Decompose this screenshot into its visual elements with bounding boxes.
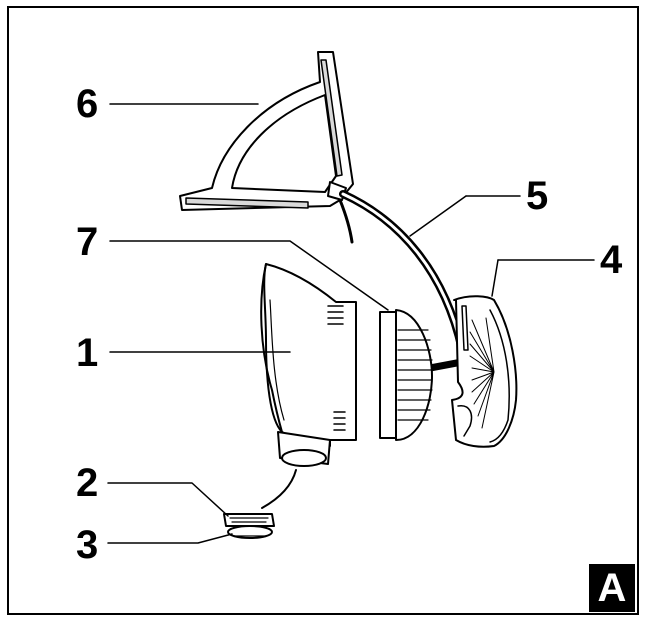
callout-4: 4 [600,238,623,282]
callout-3: 3 [76,523,99,567]
filter-cover-part-4 [451,295,518,448]
leader-line-7 [109,240,389,311]
callout-1: 1 [76,331,99,375]
valve-part-2 [223,513,275,527]
valve-cover-part-3 [227,525,273,539]
figure-badge: A [589,564,635,612]
callout-2: 2 [76,461,99,505]
leader-line-2 [107,482,229,517]
callout-5: 5 [526,174,549,218]
leader-line-5b [409,195,467,237]
mask-body-part-1 [260,263,357,509]
filter-part-7 [379,309,433,441]
leader-line-4b [491,259,499,297]
head-harness-part-6 [179,51,354,244]
leader-lines [107,103,595,544]
callout-7: 7 [76,220,99,264]
callout-6: 6 [76,82,99,126]
leader-line-3 [107,533,233,544]
